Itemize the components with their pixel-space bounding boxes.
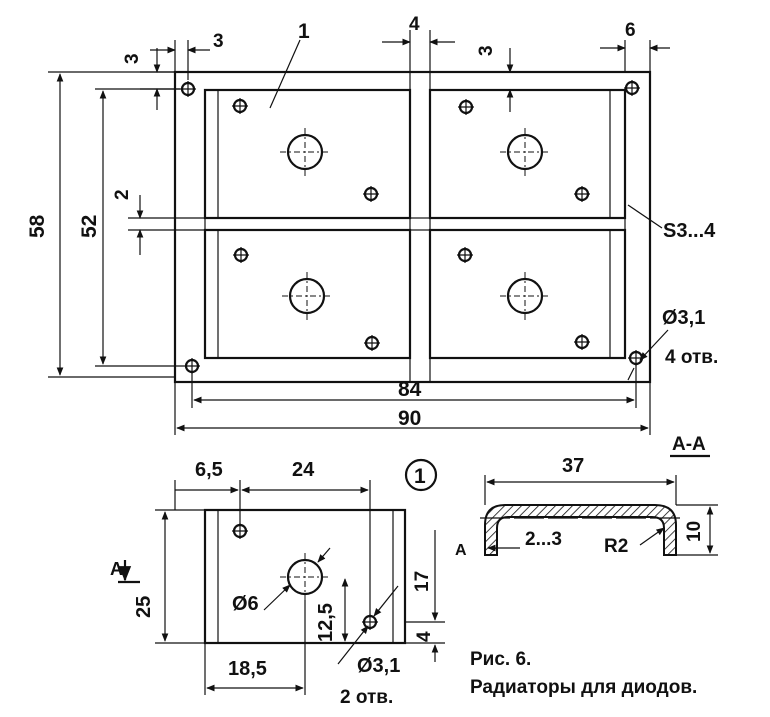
section-radius: R2 xyxy=(604,536,628,557)
dim-overall-width: 90 xyxy=(398,407,421,430)
top-view: 3 3 4 3 6 58 52 2 84 90 1 S3...4 Ø3,1 4 … xyxy=(26,14,718,435)
caption: Рис. 6. Радиаторы для диодов. xyxy=(470,649,697,698)
dim-gap-vertical: 4 xyxy=(409,14,420,35)
radiator-plate-tr xyxy=(428,88,627,220)
section-width: 37 xyxy=(562,455,584,477)
dim-gap-horizontal: 2 xyxy=(112,189,133,200)
mount-hole-diameter: Ø3,1 xyxy=(662,307,705,329)
dim-bottom-offset: 4 xyxy=(414,631,435,642)
center-hole-diameter: Ø6 xyxy=(232,593,259,615)
section-marker-left: A xyxy=(455,542,467,559)
dim-hole-spacing-height: 52 xyxy=(78,215,101,238)
dim-margin-left: 3 xyxy=(213,31,224,52)
dim-overall-height: 58 xyxy=(26,214,49,238)
plate-outline xyxy=(173,70,652,384)
dim-center-height: 12,5 xyxy=(315,603,337,642)
detail-dimensions xyxy=(118,480,445,695)
figure-number: Рис. 6. xyxy=(470,649,531,670)
detail-view: 1 6,5 24 25 12,5 17 4 18,5 A Ø6 Ø3,1 2 о… xyxy=(110,458,445,708)
top-dimensions xyxy=(48,30,670,435)
dim-right-margin: 6 xyxy=(625,20,636,41)
dim-height: 25 xyxy=(133,596,155,618)
mount-hole-count: 4 отв. xyxy=(665,347,718,368)
section-height: 10 xyxy=(684,521,705,542)
section-title: A-A xyxy=(672,434,706,455)
dim-hole-spacing-width: 84 xyxy=(398,378,422,401)
part-label: 1 xyxy=(298,20,310,43)
dim-offset-left: 6,5 xyxy=(195,459,223,481)
slot-vertical xyxy=(409,71,431,383)
dim-center-x: 18,5 xyxy=(228,658,267,680)
small-hole-diameter: Ø3,1 xyxy=(357,655,400,677)
section-dimensions xyxy=(484,454,718,556)
dim-hole-spacing: 24 xyxy=(292,459,315,481)
detail-number-circle xyxy=(404,458,438,492)
figure-caption: Радиаторы для диодов. xyxy=(470,677,697,698)
dim-hole-height: 17 xyxy=(412,571,433,592)
thickness-label: S3...4 xyxy=(663,220,716,242)
section-marker: A xyxy=(110,559,123,579)
radiator-plate-tl xyxy=(203,88,412,220)
small-hole-count: 2 отв. xyxy=(340,687,393,708)
radiator-plate-br xyxy=(428,228,627,360)
slot-horizontal xyxy=(204,217,626,231)
detail-number: 1 xyxy=(414,465,426,488)
radiator-plate-bl xyxy=(203,228,412,360)
dim-hole-offset-top: 3 xyxy=(476,45,497,56)
section-thickness: 2...3 xyxy=(525,529,562,550)
mount-holes xyxy=(180,80,644,374)
dim-margin-top: 3 xyxy=(122,53,143,64)
section-view: A-A 37 10 2...3 R2 A xyxy=(455,434,718,559)
